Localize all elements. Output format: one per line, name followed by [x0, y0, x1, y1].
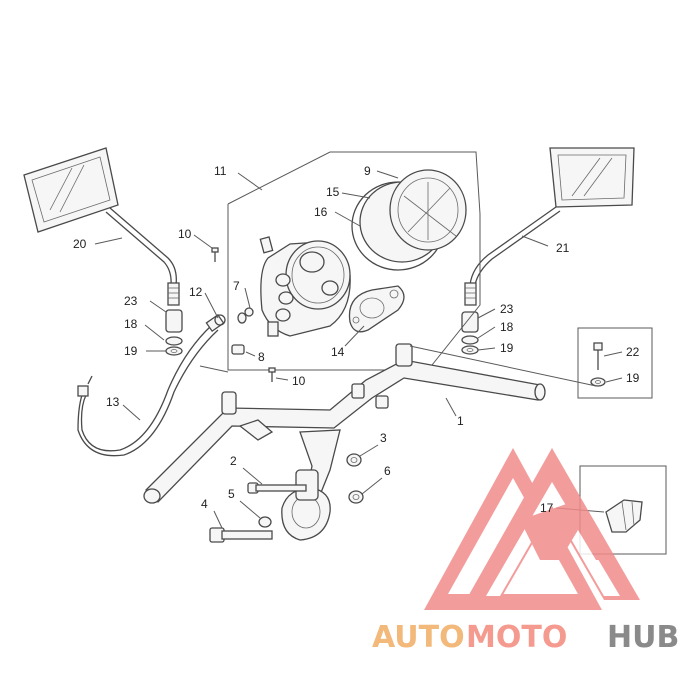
callout-1: 1	[457, 414, 464, 428]
callout-19-box: 19	[626, 371, 640, 385]
callout-23-right: 23	[500, 302, 514, 316]
watermark-hub: HUB	[607, 620, 679, 655]
callout-6: 6	[384, 464, 391, 478]
callout-23-left: 23	[124, 294, 138, 308]
instrument-assembly-frame	[227, 151, 481, 371]
screws	[211, 247, 276, 382]
callout-15: 15	[326, 185, 340, 199]
right-mirror	[464, 147, 635, 306]
grip-box	[579, 465, 667, 555]
callout-5: 5	[228, 487, 235, 501]
callout-7: 7	[233, 279, 240, 293]
callout-19-right: 19	[500, 341, 514, 355]
callout-14: 14	[331, 345, 345, 359]
handlebar-stem	[281, 429, 341, 541]
callout-2: 2	[230, 454, 237, 468]
right-adapter-stack	[461, 311, 479, 355]
callout-18-right: 18	[500, 320, 514, 334]
handlebar	[143, 343, 546, 504]
callout-labels: 1 2 3 4 5 6 7 8 9 10 10 11 12 13 14 15 1…	[73, 164, 640, 515]
callout-9: 9	[364, 164, 371, 178]
left-mirror	[23, 147, 180, 306]
watermark-text: AUTO MOTO HUB	[372, 620, 679, 655]
speedometer-glass-bezel	[351, 169, 467, 271]
speedometer-cable	[77, 313, 226, 457]
callout-11: 11	[214, 164, 227, 178]
watermark-moto: MOTO	[466, 620, 567, 655]
watermark-auto: AUTO	[372, 620, 465, 655]
callout-22: 22	[626, 345, 640, 359]
callout-10-bottom: 10	[292, 374, 306, 388]
callout-20: 20	[73, 237, 87, 251]
callout-13: 13	[106, 395, 120, 409]
left-adapter-stack	[165, 309, 183, 356]
bolt-washer-box	[577, 327, 653, 399]
bolts-nuts	[209, 453, 364, 543]
callout-18-left: 18	[124, 317, 138, 331]
callout-3: 3	[380, 431, 387, 445]
callout-17: 17	[540, 501, 554, 515]
callout-10-top: 10	[178, 227, 192, 241]
callout-19-left: 19	[124, 344, 138, 358]
speedometer-body	[237, 236, 351, 337]
callout-4: 4	[201, 497, 208, 511]
callout-8: 8	[258, 350, 265, 364]
callout-12: 12	[189, 285, 203, 299]
callout-21: 21	[556, 241, 570, 255]
callout-16: 16	[314, 205, 328, 219]
watermark-logo	[424, 448, 640, 610]
instrument-bracket	[348, 285, 405, 333]
